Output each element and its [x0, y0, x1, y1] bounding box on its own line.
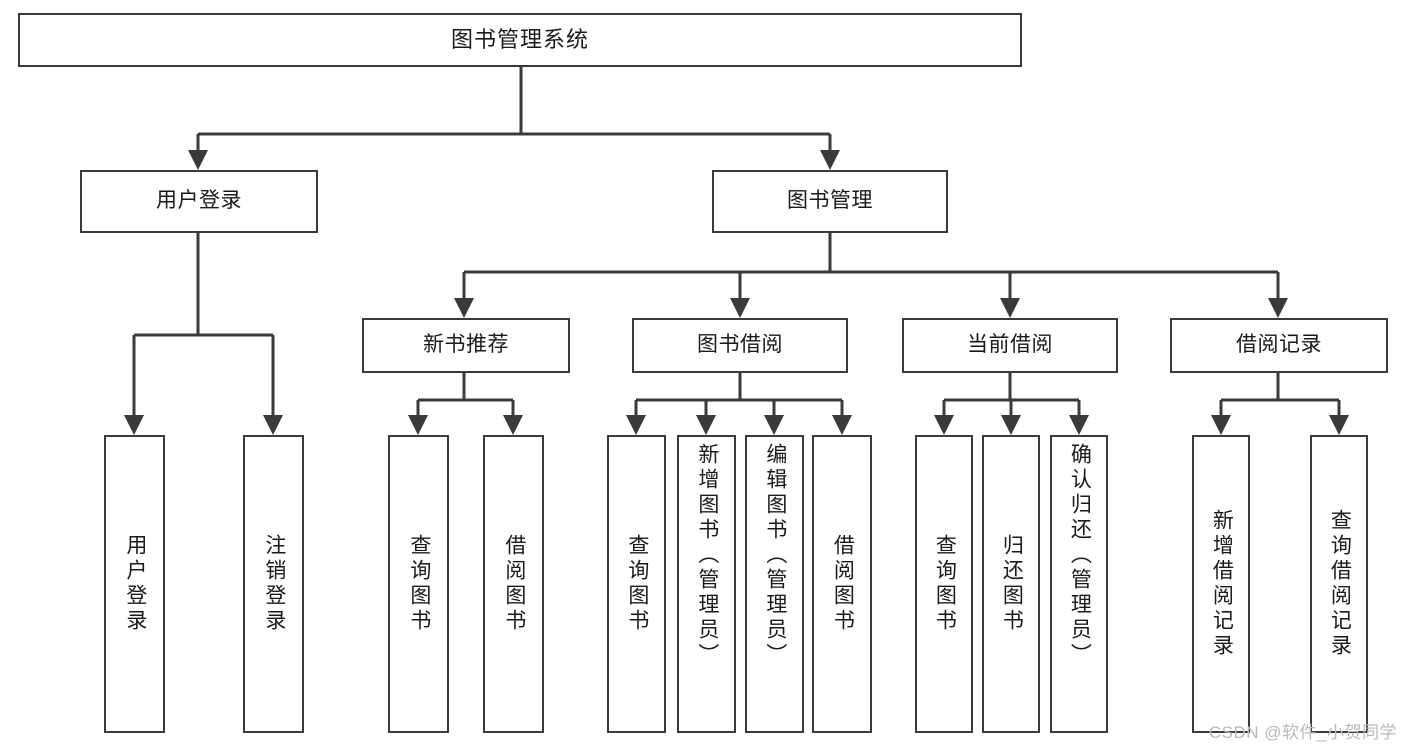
arrowhead-bb-c4	[832, 415, 852, 435]
arrowhead-nbr-c2	[503, 415, 523, 435]
node-label: 借阅图书	[831, 534, 855, 634]
leaf-book-borrow-borrow-book[interactable]: 借阅图书	[812, 435, 872, 733]
leaf-current-borrow-confirm-return-admin[interactable]: 确认归还（管理员）	[1050, 435, 1108, 733]
node-user-login[interactable]: 用户登录	[80, 170, 318, 233]
leaf-current-borrow-return-book[interactable]: 归还图书	[982, 435, 1040, 733]
leaf-book-borrow-query-book[interactable]: 查询图书	[607, 435, 666, 733]
node-label: 归还图书	[1000, 534, 1024, 634]
arrowhead-ul-child2	[263, 415, 283, 435]
arrowhead-bm-child1	[454, 298, 474, 318]
arrowhead-bb-c1	[626, 415, 646, 435]
node-label: 用户登录	[156, 189, 242, 213]
node-book-management[interactable]: 图书管理	[712, 170, 948, 233]
arrowhead-user-login	[188, 150, 208, 170]
watermark-text: CSDN @软件_小贺同学	[1208, 723, 1397, 742]
node-label: 新增借阅记录	[1210, 509, 1234, 659]
node-label: 查询图书	[933, 534, 957, 634]
node-new-book-recommend[interactable]: 新书推荐	[362, 318, 570, 373]
node-label: 新增图书（管理员）	[695, 443, 719, 668]
arrowhead-bb-c3	[764, 415, 784, 435]
node-label: 注销登录	[262, 534, 286, 634]
node-label: 编辑图书（管理员）	[763, 443, 787, 668]
node-label: 用户登录	[123, 534, 147, 634]
leaf-new-book-borrow-book[interactable]: 借阅图书	[483, 435, 544, 733]
node-label: 借阅记录	[1236, 333, 1322, 357]
node-borrow-record[interactable]: 借阅记录	[1170, 318, 1388, 373]
arrowhead-bb-c2	[696, 415, 716, 435]
leaf-user-login-logout[interactable]: 注销登录	[243, 435, 304, 733]
arrowhead-bm-child3	[1000, 298, 1020, 318]
arrowhead-br-c2	[1329, 415, 1349, 435]
leaf-new-book-query-book[interactable]: 查询图书	[388, 435, 449, 733]
leaf-current-borrow-query-book[interactable]: 查询图书	[915, 435, 973, 733]
arrowhead-cb-c1	[934, 415, 954, 435]
node-label: 图书借阅	[697, 333, 783, 357]
leaf-book-borrow-add-book-admin[interactable]: 新增图书（管理员）	[677, 435, 736, 733]
node-label: 图书管理	[787, 189, 873, 213]
arrowhead-book-mgmt	[820, 150, 840, 170]
arrowhead-ul-child1	[124, 415, 144, 435]
arrowhead-bm-child2	[730, 298, 750, 318]
arrowhead-bm-child4	[1268, 298, 1288, 318]
leaf-user-login-do-login[interactable]: 用户登录	[104, 435, 165, 733]
leaf-borrow-record-query-record[interactable]: 查询借阅记录	[1310, 435, 1368, 733]
arrowhead-cb-c2	[1001, 415, 1021, 435]
node-book-borrow[interactable]: 图书借阅	[632, 318, 848, 373]
node-label: 确认归还（管理员）	[1068, 443, 1092, 668]
node-label: 借阅图书	[502, 534, 526, 634]
arrowhead-br-c1	[1211, 415, 1231, 435]
node-root-book-management-system[interactable]: 图书管理系统	[18, 13, 1022, 67]
node-label: 查询图书	[625, 534, 649, 634]
node-label: 图书管理系统	[450, 27, 589, 53]
node-label: 查询借阅记录	[1328, 509, 1352, 659]
node-label: 查询图书	[407, 534, 431, 634]
arrowhead-nbr-c1	[408, 415, 428, 435]
leaf-book-borrow-edit-book-admin[interactable]: 编辑图书（管理员）	[745, 435, 804, 733]
leaf-borrow-record-add-record[interactable]: 新增借阅记录	[1192, 435, 1250, 733]
node-label: 新书推荐	[423, 333, 509, 357]
node-label: 当前借阅	[967, 333, 1053, 357]
arrowhead-cb-c3	[1069, 415, 1089, 435]
node-current-borrow[interactable]: 当前借阅	[902, 318, 1118, 373]
